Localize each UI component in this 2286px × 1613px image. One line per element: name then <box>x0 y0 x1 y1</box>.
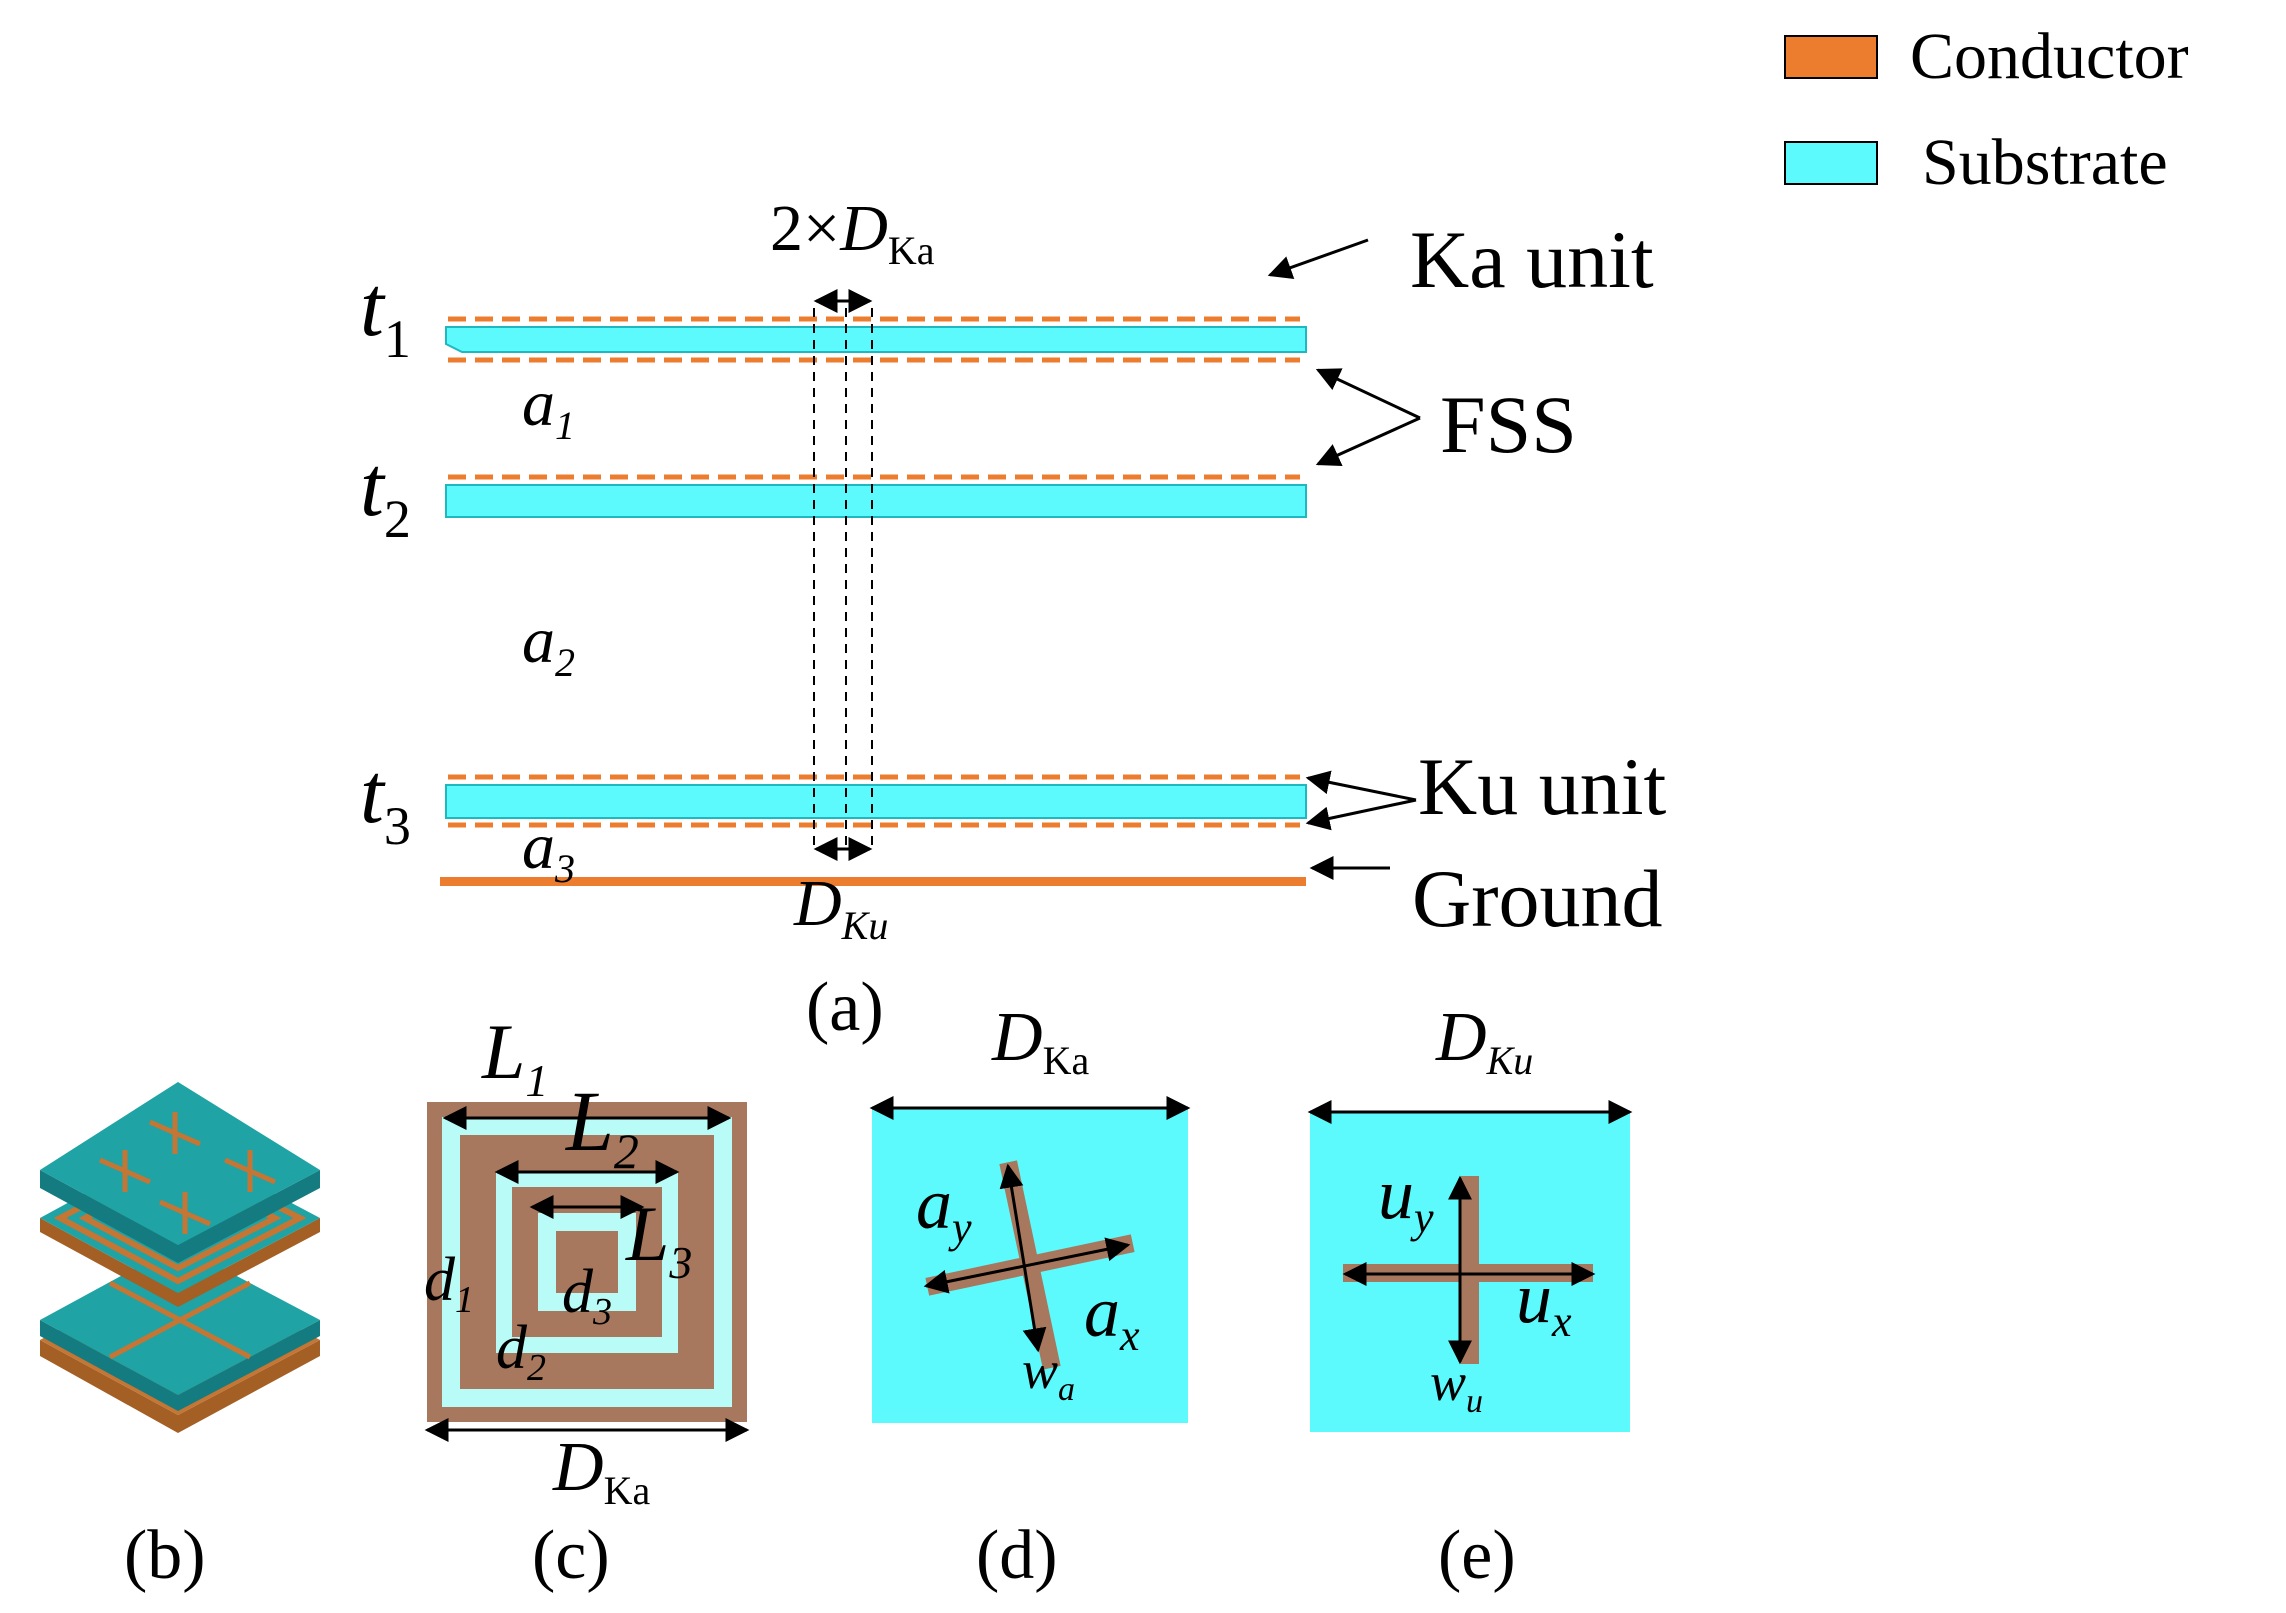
b-ground-side <box>40 1340 320 1433</box>
c-label-L1: L1 <box>481 1008 548 1106</box>
caption-a: (a) <box>806 969 884 1046</box>
d-label-ay: ay <box>916 1164 972 1252</box>
caption-c: (c) <box>532 1517 610 1594</box>
d-label-wa: wa <box>1022 1340 1075 1408</box>
ka-unit-pointer <box>1267 238 1369 280</box>
c-label-d2: d2 <box>496 1314 546 1389</box>
legend-substrate-swatch <box>1784 141 1878 185</box>
b-lower-cross-2 <box>108 1280 252 1360</box>
panel-e-ku-unit: DKu uy ux wu (e) <box>1307 999 1633 1594</box>
panel-a-layer-stack: 2×DKa t1 t2 t3 a1 a2 a3 DKu Ka unit FSS … <box>360 192 1667 1046</box>
substrate-t3 <box>445 784 1307 819</box>
d-label-D: DKa <box>991 999 1089 1083</box>
caption-b: (b) <box>124 1517 206 1594</box>
d-label-ax: ax <box>1084 1272 1140 1360</box>
substrate-t2 <box>445 484 1307 518</box>
dim-2dka-label: 2×DKa <box>770 192 935 273</box>
c-label-D: DKa <box>552 1429 650 1513</box>
legend-substrate-label: Substrate <box>1922 126 2168 199</box>
panel-d-ka-unit: DKa ay ax wa (d) <box>869 999 1191 1594</box>
c-label-d3: d3 <box>562 1258 612 1333</box>
legend-conductor-label: Conductor <box>1910 20 2189 93</box>
legend: Conductor Substrate <box>1784 20 2189 199</box>
e-label-ux: ux <box>1516 1258 1572 1346</box>
label-t2: t2 <box>360 438 411 549</box>
d-dim-ay <box>999 1163 1047 1353</box>
panel-c-ring-unit: L1 L2 L3 d1 d2 d3 DKa (c) <box>424 1008 750 1594</box>
c-center-patch <box>556 1231 618 1293</box>
fss-pointer-lower <box>1315 416 1421 467</box>
label-t1: t1 <box>360 258 411 369</box>
label-ground: Ground <box>1412 853 1663 944</box>
ku-unit-pointer-lower <box>1305 798 1417 831</box>
e-label-uy: uy <box>1378 1154 1434 1242</box>
label-ka-unit: Ka unit <box>1410 214 1654 305</box>
e-cross-vertical <box>1461 1176 1479 1364</box>
label-a3: a3 <box>522 810 575 891</box>
caption-d: (d) <box>976 1517 1058 1594</box>
c-label-L2: L2 <box>564 1073 639 1179</box>
c-label-d1: d1 <box>424 1246 474 1321</box>
c-label-L3: L3 <box>625 1190 692 1288</box>
ground-plane <box>440 877 1306 886</box>
e-label-D: DKu <box>1435 999 1533 1083</box>
caption-e: (e) <box>1438 1517 1516 1594</box>
label-fss: FSS <box>1440 379 1577 470</box>
ku-unit-pointer-upper <box>1305 770 1417 802</box>
e-label-wu: wu <box>1430 1352 1483 1420</box>
legend-conductor-swatch <box>1784 35 1878 79</box>
label-t3: t3 <box>360 745 411 856</box>
label-a2: a2 <box>522 604 575 685</box>
dim-dku-label: DKu <box>793 867 888 948</box>
panel-b-3d-stack: (b) <box>40 1082 320 1594</box>
b-lower-substrate-side <box>40 1320 320 1411</box>
b-top-crosses <box>98 1112 277 1234</box>
substrate-t1 <box>445 326 1307 353</box>
label-a1: a1 <box>522 367 575 448</box>
b-top-substrate-top <box>40 1082 320 1245</box>
label-ku-unit: Ku unit <box>1418 741 1667 832</box>
fss-pointer-upper <box>1315 368 1421 420</box>
b-top-substrate-side <box>40 1170 320 1263</box>
